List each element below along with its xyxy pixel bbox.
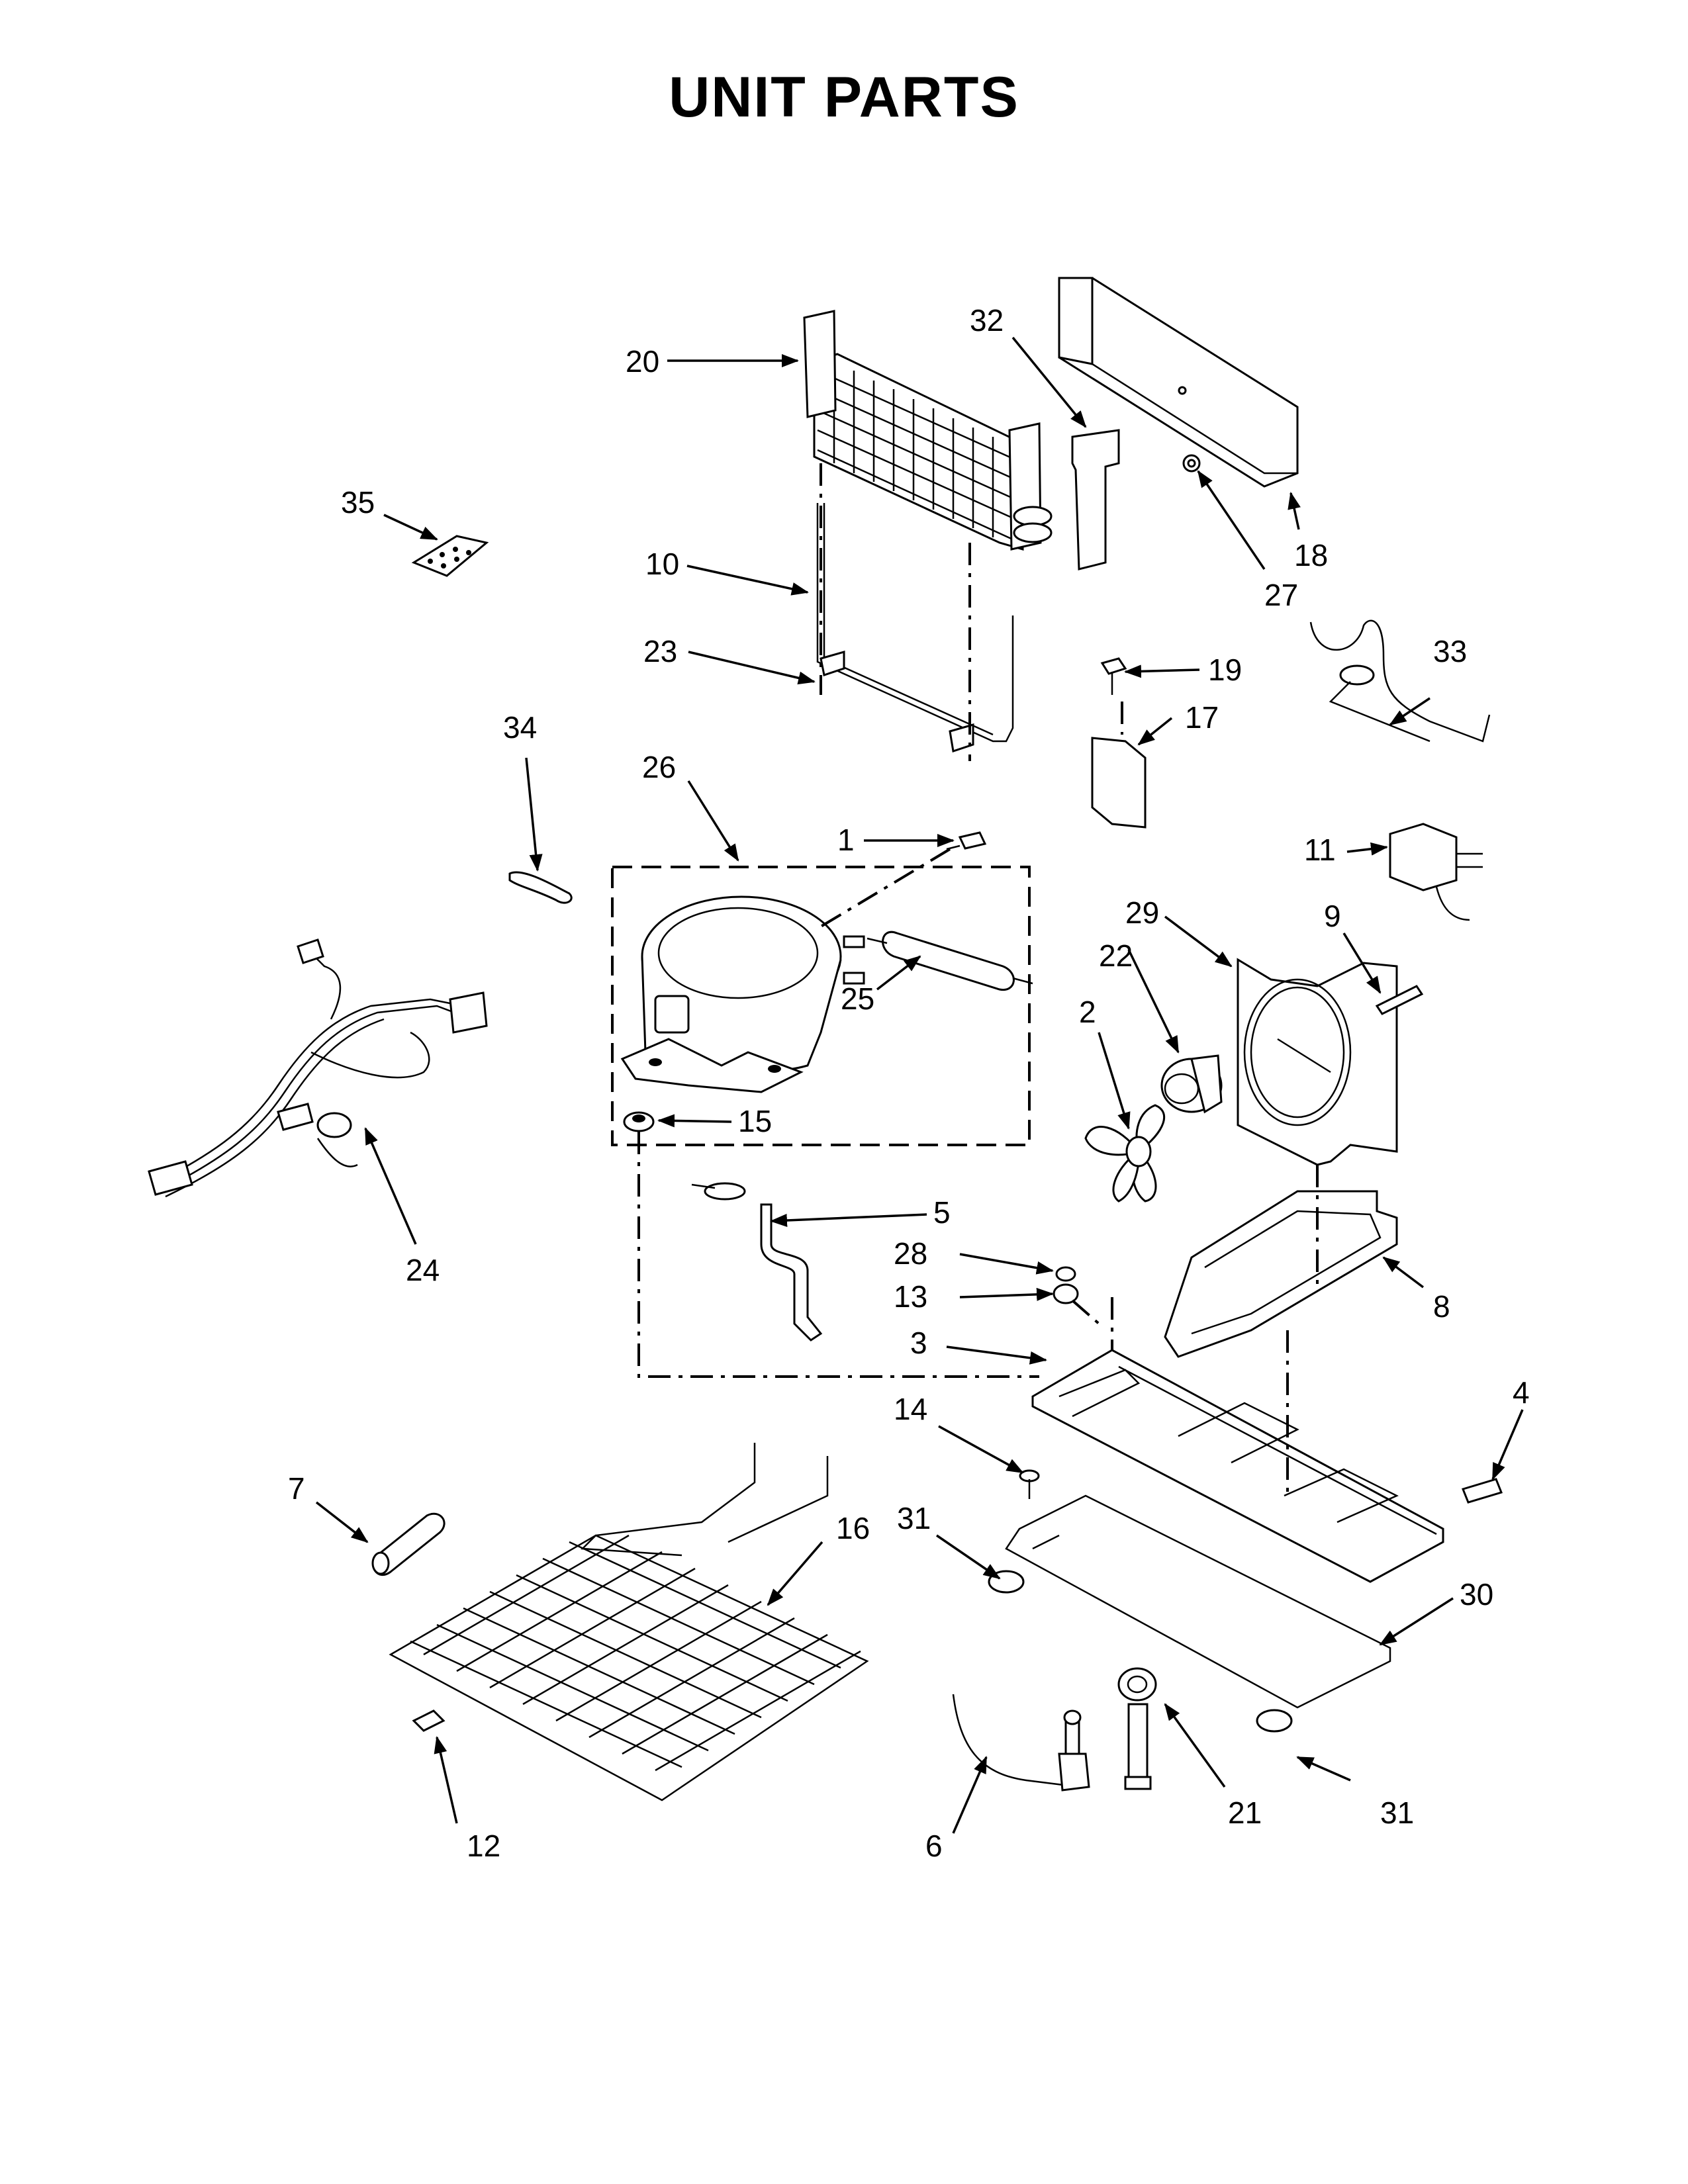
callout-1: 1	[837, 823, 855, 857]
callout-24: 24	[406, 1253, 440, 1287]
condenser-fan-motor	[1160, 1054, 1223, 1114]
base-insulation	[1005, 1494, 1391, 1709]
evaporator-cover	[1058, 277, 1299, 488]
drain-tube	[691, 1182, 823, 1342]
start-relay	[1389, 823, 1483, 921]
compressor-tube	[371, 1512, 445, 1576]
callout-18: 18	[1294, 538, 1328, 572]
callout-25: 25	[841, 981, 874, 1016]
foot-pad-right	[1256, 1709, 1293, 1733]
wire-harness	[148, 938, 488, 1198]
callout-32: 32	[970, 303, 1004, 338]
mounting-screw	[1019, 1469, 1040, 1499]
callout-19: 19	[1208, 653, 1242, 687]
callout-14: 14	[894, 1392, 927, 1426]
compressor-grommet	[623, 1111, 655, 1132]
callout-23: 23	[643, 634, 677, 668]
leader-arrows	[315, 336, 1524, 1834]
callout-31a: 31	[897, 1501, 931, 1535]
callout-27: 27	[1264, 578, 1298, 612]
callout-26: 26	[642, 750, 676, 784]
callout-21: 21	[1228, 1796, 1262, 1830]
callout-6: 6	[925, 1829, 943, 1863]
filter-drier	[867, 931, 1033, 991]
callout-10: 10	[645, 547, 679, 581]
callout-33: 33	[1433, 634, 1467, 668]
condenser-coil	[389, 1443, 869, 1801]
callout-7: 7	[288, 1471, 305, 1506]
evaporator-coil	[803, 310, 1053, 551]
defrost-harness	[1309, 619, 1491, 743]
thermistor-wire	[952, 1694, 1090, 1792]
condenser-clip	[412, 1709, 445, 1732]
callout-11: 11	[1304, 833, 1336, 867]
callout-31b: 31	[1380, 1796, 1414, 1830]
callout-9: 9	[1324, 899, 1341, 933]
base-screw	[1461, 1478, 1503, 1504]
callout-2: 2	[1079, 995, 1096, 1029]
callout-30: 30	[1460, 1577, 1493, 1612]
callout-5: 5	[933, 1195, 951, 1230]
callout-3: 3	[910, 1326, 927, 1360]
dispenser-sensor	[1117, 1667, 1157, 1790]
drain-bracket	[1071, 429, 1120, 570]
drain-pan	[1164, 1190, 1398, 1358]
condenser-fan-blade	[1084, 1104, 1166, 1203]
callout-20: 20	[626, 344, 659, 379]
assembly-lines	[611, 463, 1319, 1496]
callout-28: 28	[894, 1236, 927, 1271]
callout-15: 15	[738, 1104, 772, 1138]
callout-17: 17	[1185, 700, 1219, 735]
callout-4: 4	[1513, 1375, 1530, 1410]
shroud-screw	[1375, 985, 1424, 1015]
callout-35: 35	[341, 485, 375, 520]
base-pan	[1031, 1349, 1444, 1583]
page-title: UNIT PARTS	[669, 66, 1019, 129]
screw	[1100, 657, 1127, 695]
tubing-grommet	[1053, 1266, 1079, 1304]
callout-8: 8	[1433, 1289, 1450, 1324]
screw-top	[946, 831, 987, 850]
callout-29: 29	[1125, 895, 1159, 930]
callout-13: 13	[894, 1279, 927, 1314]
tie-strap	[508, 871, 573, 904]
insulation-pad	[411, 535, 489, 577]
callout-labels: 1 2 3 4 5 6 7 8 9 10 11 12 13 14 15 16 1…	[288, 303, 1530, 1863]
thermistor-bracket	[1091, 737, 1147, 829]
callout-12: 12	[467, 1829, 500, 1863]
callout-16: 16	[836, 1511, 870, 1545]
condenser-fan-shroud	[1237, 958, 1398, 1166]
callout-22: 22	[1099, 938, 1133, 973]
callout-34: 34	[503, 710, 537, 745]
compressor	[620, 895, 865, 1093]
clip	[1182, 454, 1201, 473]
defrost-heater	[816, 503, 1014, 752]
